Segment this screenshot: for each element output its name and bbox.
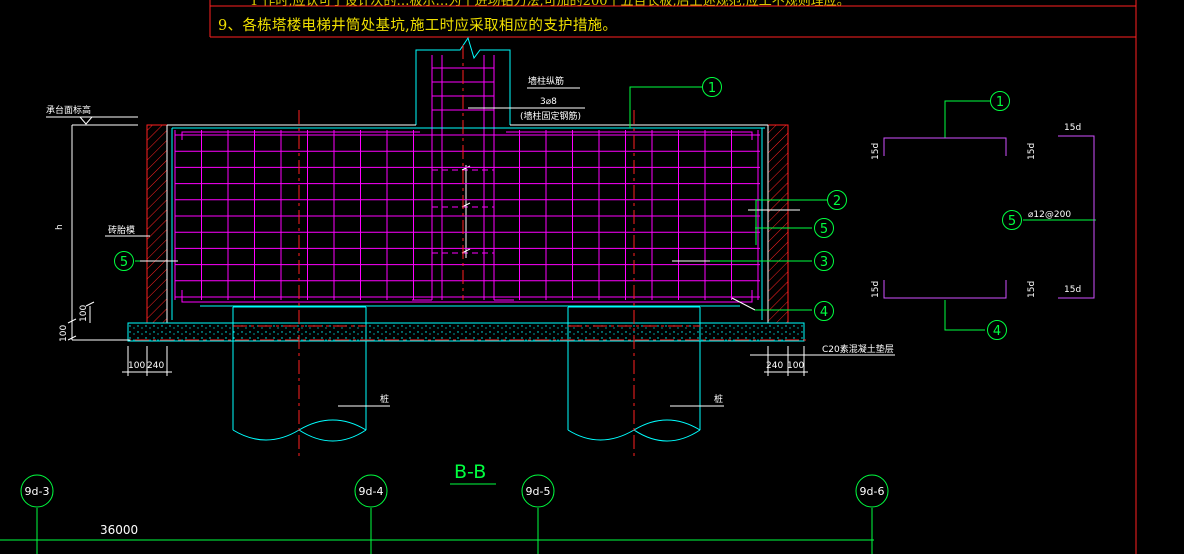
note-top-fragment: 1 作时,应认可了设计次的…板示…为千进场钻力法,可加的200个五百长板,后上述… xyxy=(250,0,850,9)
total-dimension: 36000 xyxy=(100,523,138,537)
axis-label: 9d-6 xyxy=(860,485,885,498)
label-dim-100-lower: 100 xyxy=(59,325,69,342)
callout-circle xyxy=(814,301,834,321)
label-brick-wall: 砖胎模 xyxy=(108,224,135,236)
axis-bubble xyxy=(855,474,889,508)
label-dim-right-240: 240 xyxy=(766,361,783,371)
label-anchor-note: (墙柱固定钢筋) xyxy=(520,110,581,122)
bedding-layer xyxy=(127,322,805,342)
center-lines xyxy=(110,45,808,460)
label-dim-left-100: 100 xyxy=(128,361,145,371)
axis-label: 9d-3 xyxy=(25,485,50,498)
axis-bubble xyxy=(354,474,388,508)
callout-number: 4 xyxy=(820,305,828,320)
label-15d-1: 15d xyxy=(871,143,881,160)
bottom-bars xyxy=(181,131,753,303)
axis-bubbles: 9d-3 9d-4 9d-5 9d-6 xyxy=(20,474,889,508)
label-anchor-bar: 3⌀8 xyxy=(540,97,557,107)
callout-circle xyxy=(814,218,834,238)
label-wall-reinf: 墙柱纵筋 xyxy=(528,75,564,87)
callout-number: 5 xyxy=(820,222,828,237)
callout-number: 1 xyxy=(708,81,716,96)
callout-circle xyxy=(827,190,847,210)
callout-circle xyxy=(990,91,1010,111)
wall-column xyxy=(415,36,511,125)
label-15d-4: 15d xyxy=(871,281,881,298)
callout-number: 4 xyxy=(993,324,1001,339)
label-detail-spec: ⌀12@200 xyxy=(1028,210,1071,220)
label-dim-100-v: 100 xyxy=(79,305,89,322)
label-h: h xyxy=(55,224,65,230)
callout-number: 5 xyxy=(1008,214,1016,229)
pile-cap-outline xyxy=(166,124,769,323)
callout-circle xyxy=(814,251,834,271)
label-15d-5: 15d xyxy=(1027,281,1037,298)
note-frame xyxy=(209,0,1137,554)
label-dim-right-100: 100 xyxy=(787,361,804,371)
callout-circle xyxy=(702,77,722,97)
axis-label: 9d-5 xyxy=(526,485,551,498)
brick-mold-left xyxy=(146,124,168,324)
label-dim-left-240: 240 xyxy=(147,361,164,371)
callout-leaders xyxy=(135,86,1096,331)
callout-circle xyxy=(114,251,134,271)
label-elev-top: 承台面标高 xyxy=(46,104,91,116)
label-15d-3: 15d xyxy=(1064,123,1081,133)
label-15d-6: 15d xyxy=(1064,285,1081,295)
brick-mold-right xyxy=(767,124,789,324)
callout-number: 3 xyxy=(820,255,828,270)
callout-number: 2 xyxy=(833,194,841,209)
axis-bubble xyxy=(20,474,54,508)
section-title: B-B xyxy=(454,461,486,483)
callout-number: 5 xyxy=(120,255,128,270)
note-item-9: 9、各栋塔楼电梯井筒处基坑,施工时应采取相应的支护措施。 xyxy=(218,18,618,34)
rebar-grid xyxy=(174,130,760,300)
label-15d-2: 15d xyxy=(1027,143,1037,160)
axis-label: 9d-4 xyxy=(359,485,384,498)
label-bedding: C20素混凝土垫层 xyxy=(822,343,894,355)
callout-circle xyxy=(1002,210,1022,230)
callout-number: 1 xyxy=(996,95,1004,110)
axis-line xyxy=(0,483,874,554)
axis-bubble xyxy=(521,474,555,508)
callout-circle xyxy=(987,320,1007,340)
cap-inner-lines xyxy=(171,127,765,320)
label-pile-right: 桩 xyxy=(714,393,723,405)
label-pile-left: 桩 xyxy=(380,393,389,405)
rebar-detail xyxy=(883,135,1095,299)
wall-column-rebar xyxy=(412,55,514,301)
bottom-dims xyxy=(122,346,808,376)
elevation-dim xyxy=(46,116,138,341)
